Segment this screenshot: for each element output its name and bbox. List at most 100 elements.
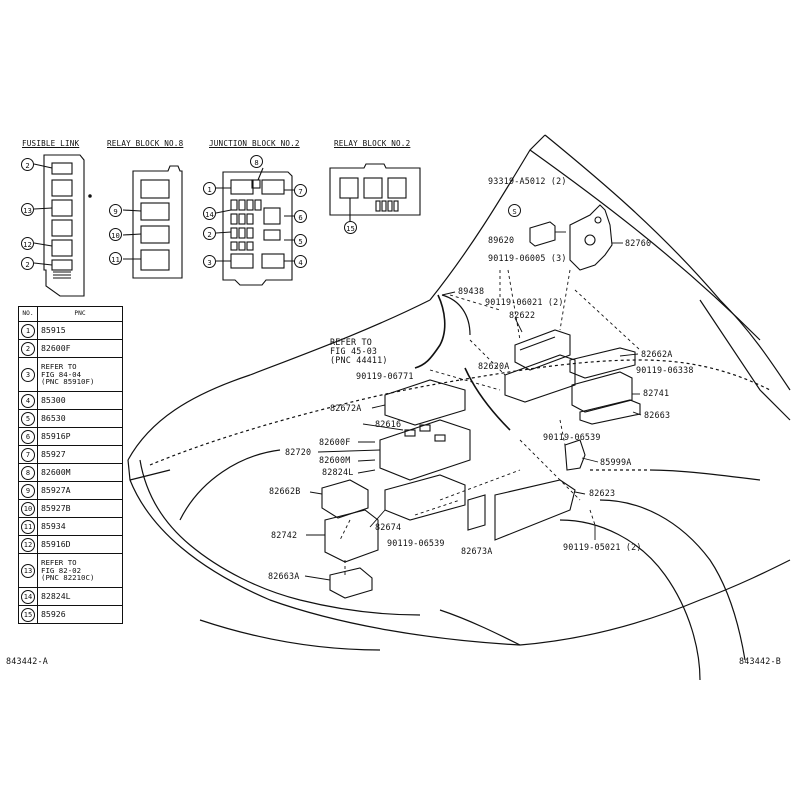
callout-jb-6: 6 bbox=[294, 210, 307, 223]
pnc-value: FIG 82-02 bbox=[41, 565, 82, 575]
vehicle-outline bbox=[127, 134, 791, 681]
label-90119-06021: 90119-06021 (2) bbox=[485, 297, 564, 307]
pnc-row-number: 13 bbox=[21, 563, 35, 578]
callout-jb-3: 3 bbox=[203, 255, 216, 268]
relay-block-8-drawing bbox=[122, 165, 183, 279]
label-90119-06338: 90119-06338 bbox=[636, 365, 694, 375]
label-82674: 82674 bbox=[375, 522, 402, 532]
label-82622: 82622 bbox=[509, 310, 536, 320]
pnc-row-number-cell: 6 bbox=[18, 427, 38, 446]
label-82742: 82742 bbox=[271, 530, 298, 540]
label-82720: 82720 bbox=[285, 447, 312, 457]
label-89438: 89438 bbox=[458, 286, 485, 296]
pnc-row-number-cell: 9 bbox=[18, 481, 38, 500]
pnc-header-pnc: PNC bbox=[37, 306, 123, 322]
callout-jb-14: 14 bbox=[203, 207, 216, 220]
label-90119-06539-a: 90119-06539 bbox=[543, 432, 601, 442]
pnc-row-number: 7 bbox=[21, 447, 35, 462]
label-82673a: 82673A bbox=[461, 546, 493, 556]
pnc-row-value-cell: 86530 bbox=[37, 409, 123, 428]
pnc-row-number: 4 bbox=[21, 393, 35, 408]
pnc-value: 82824L bbox=[41, 591, 71, 602]
pnc-row-number-cell: 14 bbox=[18, 587, 38, 606]
heading-relay-block-8: RELAY BLOCK NO.8 bbox=[107, 139, 184, 148]
label-refer-line2: FIG 45-03 bbox=[330, 346, 378, 356]
components bbox=[321, 204, 641, 599]
pnc-row-value-cell: 85915 bbox=[37, 321, 123, 340]
callout-rb8-10: 10 bbox=[109, 228, 122, 241]
pnc-row-value-cell: 85916P bbox=[37, 427, 123, 446]
pnc-table-row: 15 85926 bbox=[18, 605, 123, 624]
pnc-value: 82600M bbox=[41, 467, 71, 478]
pnc-value: 85926 bbox=[41, 609, 66, 620]
callout-jb-2: 2 bbox=[203, 227, 216, 240]
pnc-row-number-cell: 1 bbox=[18, 321, 38, 340]
pnc-row-number: 9 bbox=[21, 483, 35, 498]
pnc-value: 85927 bbox=[41, 449, 66, 460]
pnc-value: 85300 bbox=[41, 395, 66, 406]
pnc-row-number-cell: 12 bbox=[18, 535, 38, 554]
pnc-row-number-cell: 15 bbox=[18, 605, 38, 624]
label-82620a: 82620A bbox=[478, 361, 510, 371]
label-82663a: 82663A bbox=[268, 571, 300, 581]
pnc-row-value-cell: 82600F bbox=[37, 339, 123, 358]
label-82616: 82616 bbox=[375, 419, 402, 429]
callout-jb-1: 1 bbox=[203, 182, 216, 195]
label-90119-06771: 90119-06771 bbox=[356, 371, 414, 381]
pnc-value: FIG 84-04 bbox=[41, 369, 82, 379]
leaders bbox=[304, 231, 642, 581]
pnc-row-number: 1 bbox=[21, 323, 35, 338]
pnc-value: 85916D bbox=[41, 539, 71, 550]
footer-code-left: 843442-A bbox=[6, 656, 48, 666]
fusible-link-drawing bbox=[33, 154, 92, 297]
label-82600m: 82600M bbox=[319, 455, 351, 465]
pnc-table-row: 7 85927 bbox=[18, 445, 123, 464]
callout-fl-13: 13 bbox=[21, 203, 34, 216]
pnc-row-number: 11 bbox=[21, 519, 35, 534]
pnc-row-number: 10 bbox=[21, 501, 35, 516]
heading-relay-block-2: RELAY BLOCK NO.2 bbox=[334, 139, 411, 148]
pnc-row-number: 15 bbox=[21, 607, 35, 622]
label-82623: 82623 bbox=[589, 488, 616, 498]
label-89620: 89620 bbox=[488, 235, 515, 245]
callout-jb-4: 4 bbox=[294, 255, 307, 268]
callout-jb-8: 8 bbox=[250, 155, 263, 168]
pnc-value: (PNC 85910F) bbox=[41, 377, 95, 387]
label-82600f: 82600F bbox=[319, 437, 351, 447]
label-82824l: 82824L bbox=[322, 467, 354, 477]
pnc-row-value-cell: 85916D bbox=[37, 535, 123, 554]
label-82741: 82741 bbox=[643, 388, 670, 398]
heading-junction-block-2: JUNCTION BLOCK NO.2 bbox=[209, 139, 300, 148]
pnc-row-value-cell: 85300 bbox=[37, 391, 123, 410]
callout-fl-2a: 2 bbox=[21, 158, 34, 171]
pnc-row-number-cell: 3 bbox=[18, 357, 38, 392]
pnc-row-number-cell: 4 bbox=[18, 391, 38, 410]
label-90119-06539-b: 90119-06539 bbox=[387, 538, 445, 548]
label-refer-line3: (PNC 44411) bbox=[330, 355, 388, 365]
heading-fusible-link: FUSIBLE LINK bbox=[22, 139, 80, 148]
callout-jb-7: 7 bbox=[294, 184, 307, 197]
pnc-value: 86530 bbox=[41, 413, 66, 424]
pnc-row-value-cell: 82824L bbox=[37, 587, 123, 606]
label-82662a: 82662A bbox=[641, 349, 673, 359]
callout-rb8-11: 11 bbox=[109, 252, 122, 265]
pnc-row-number-cell: 5 bbox=[18, 409, 38, 428]
pnc-row-number-cell: 2 bbox=[18, 339, 38, 358]
label-90119-06005: 90119-06005 (3) bbox=[488, 253, 567, 263]
callout-jb-5: 5 bbox=[294, 234, 307, 247]
pnc-row-value-cell: 85934 bbox=[37, 517, 123, 536]
callout-fl-12: 12 bbox=[21, 237, 34, 250]
callout-rb2-15: 15 bbox=[344, 221, 357, 234]
s-marker: S bbox=[508, 204, 521, 217]
